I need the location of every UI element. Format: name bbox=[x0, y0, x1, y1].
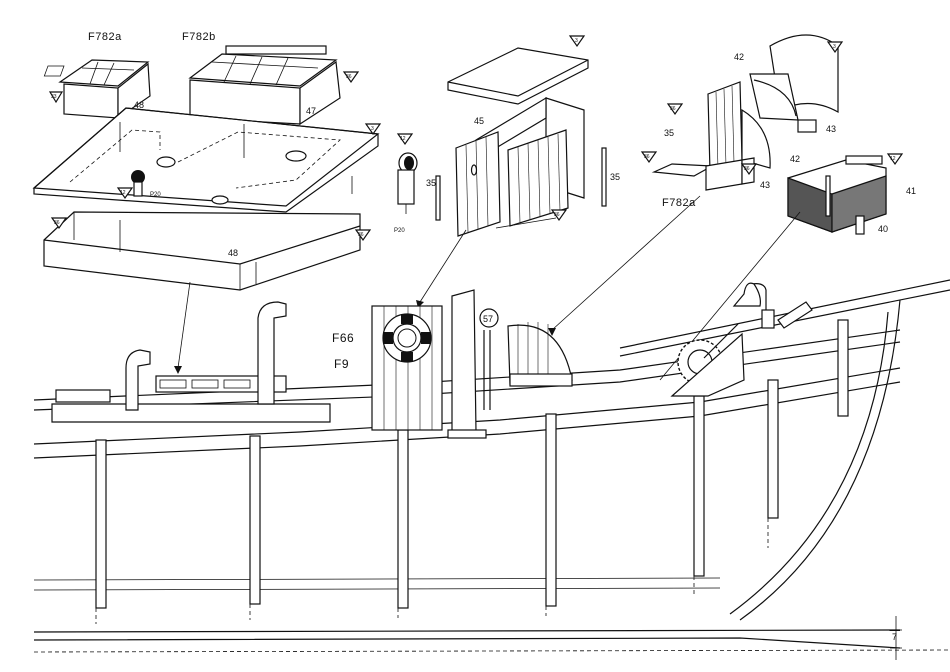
label-43a: 43 bbox=[826, 124, 836, 134]
skylight-f782b bbox=[190, 46, 340, 124]
label-48b: 48 bbox=[228, 248, 238, 258]
label-f66: F66 bbox=[332, 331, 354, 345]
tag-36-e: 36 bbox=[670, 106, 676, 112]
tag-12-a: 12 bbox=[400, 136, 406, 142]
tag-36-c: 36 bbox=[358, 232, 364, 238]
label-42a: 42 bbox=[734, 52, 744, 62]
label-40: 40 bbox=[878, 224, 888, 234]
label-35a: 35 bbox=[426, 178, 436, 188]
tag-3-b: 3 bbox=[575, 38, 578, 44]
companionway-exploded bbox=[416, 48, 606, 308]
tag-36-a: 36 bbox=[346, 74, 352, 80]
deckhouse-exploded-view bbox=[34, 46, 378, 374]
label-43b: 43 bbox=[760, 180, 770, 190]
label-f782a-top: F782a bbox=[88, 31, 122, 43]
tag-12-b: 12 bbox=[120, 190, 126, 196]
label-42b: 42 bbox=[790, 154, 800, 164]
hull-side-view bbox=[34, 280, 950, 652]
tag-3-c: 3 bbox=[833, 44, 836, 50]
label-45: 45 bbox=[474, 116, 484, 126]
label-48a: 48 bbox=[134, 100, 144, 110]
tag-36-f: 36 bbox=[644, 154, 650, 160]
tag-36-b: 36 bbox=[54, 220, 60, 226]
label-f782a-right: F782a bbox=[662, 197, 696, 209]
tag-33: 33 bbox=[51, 94, 57, 100]
label-p20a: P20 bbox=[150, 192, 161, 198]
label-35b: 35 bbox=[610, 172, 620, 182]
tag-12-c: 12 bbox=[890, 156, 896, 162]
label-f9: F9 bbox=[334, 357, 349, 371]
label-35c: 35 bbox=[664, 128, 674, 138]
label-f782b-top: F782b bbox=[182, 31, 216, 43]
deckhouse-on-deck bbox=[52, 404, 330, 422]
deckhouse-roof bbox=[34, 108, 378, 212]
label-57: 57 bbox=[483, 314, 493, 324]
label-47: 47 bbox=[306, 106, 316, 116]
label-41: 41 bbox=[906, 186, 916, 196]
tag-36-g: 36 bbox=[744, 166, 750, 172]
vent-p20 bbox=[398, 153, 417, 214]
door-with-life-ring bbox=[372, 306, 442, 430]
tag-36-d: 36 bbox=[554, 212, 560, 218]
tag-3-a: 3 bbox=[371, 126, 374, 132]
deckhouse-base-frame bbox=[44, 212, 360, 290]
label-p20b: P20 bbox=[394, 228, 405, 234]
